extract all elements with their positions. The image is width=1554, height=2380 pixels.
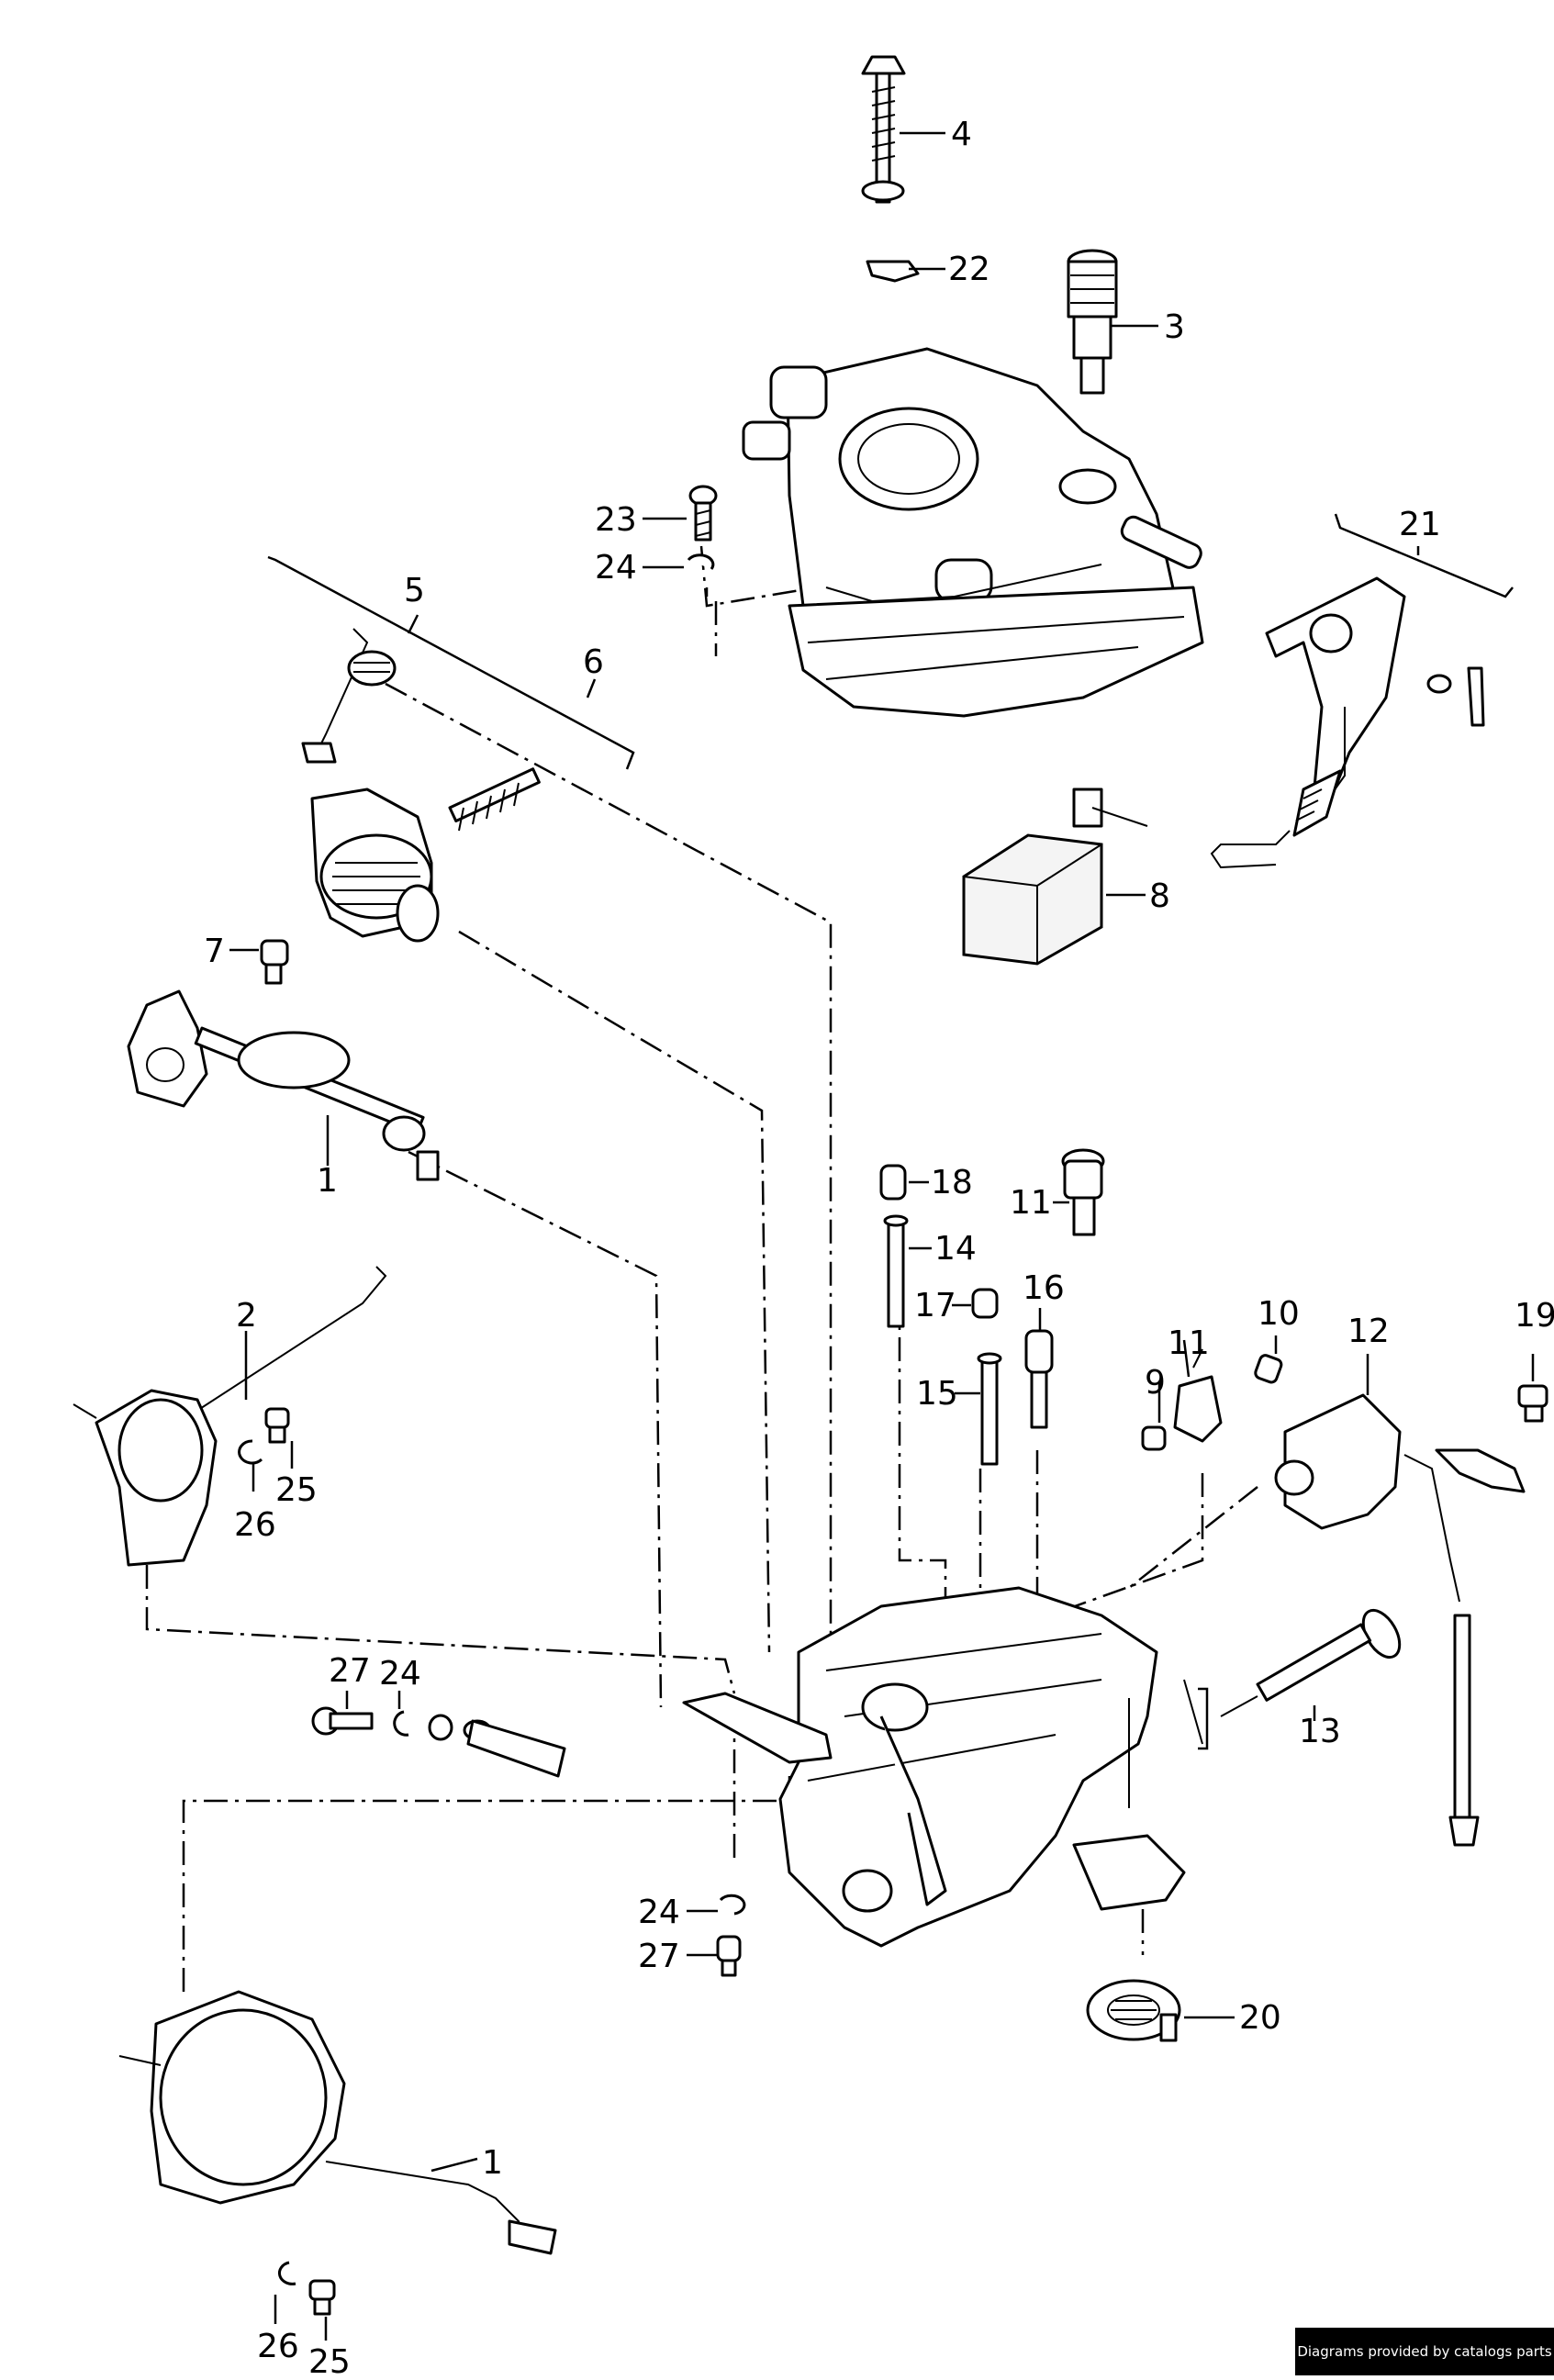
callout-12: 12 [1347,1313,1390,1350]
callout-17: 17 [914,1287,956,1324]
part-11-cutoff-valve [1061,1148,1105,1236]
callout-24: 24 [595,549,637,587]
part-2-vacuum-unit [73,1266,387,1567]
part-4-screw [861,55,906,204]
callout-7: 7 [204,933,225,970]
callout-27: 27 [329,1652,371,1690]
part-14-tube [883,1214,909,1328]
callout-26: 26 [257,2328,299,2365]
part-12-solenoid [1274,1393,1526,1847]
part-3-valve [1067,249,1118,395]
part-seal-sleeve [463,1719,566,1778]
callout-1: 1 [317,1162,338,1200]
part-9-cap [1141,1425,1167,1451]
part-27-screw-left [311,1706,374,1736]
callout-labels: 4 22 3 23 24 21 5 6 8 7 1 18 11 14 17 16… [204,116,1554,2380]
callout-9: 9 [1145,1364,1166,1402]
part-11-lever [1173,1348,1223,1443]
part-o-ring [428,1714,453,1741]
part-1-vacuum-unit-lower [118,1990,557,2255]
part-16-emulsion-tube [1024,1329,1054,1429]
part-25-screw-lower [308,2279,336,2316]
part-18-cap [879,1164,907,1201]
part-upper-body [742,347,1204,718]
callout-3: 3 [1164,308,1185,346]
callout-4: 4 [951,116,972,153]
part-8-block [962,788,1148,966]
part-lower-body [778,1586,1203,1948]
part-25-screw-upper [264,1407,290,1444]
callout-15: 15 [916,1375,958,1413]
callout-18: 18 [931,1164,973,1201]
callout-26: 26 [234,1506,276,1544]
part-24-washer-lower [719,1894,746,1916]
callout-22: 22 [948,251,990,288]
part-20-diaphragm [1086,1979,1181,2042]
part-6-adjust-screw [448,767,541,832]
part-24-washer-mid [393,1710,409,1737]
callout-11: 11 [1168,1324,1210,1362]
callout-1: 1 [482,2144,503,2182]
callout-13: 13 [1299,1713,1341,1750]
callout-24: 24 [379,1655,421,1693]
part-13-mixture-screw [1220,1608,1402,1717]
parts-artwork [73,55,1548,2316]
credit-banner: Diagrams provided by catalogs parts [1295,2328,1554,2375]
callout-21: 21 [1399,506,1441,543]
callout-11: 11 [1010,1184,1052,1222]
callout-20: 20 [1239,1999,1281,2037]
callout-10: 10 [1258,1295,1300,1333]
part-27-screw-lower [716,1935,742,1977]
part-21-choke-cover [1210,576,1485,869]
callout-24: 24 [638,1894,680,1931]
part-26-clip-lower [277,2261,296,2285]
part-5-spring-lever [301,628,397,764]
part-throttle-linkage [682,1692,833,1764]
part-22-clip [866,260,920,283]
part-24-washer-upper [687,553,715,570]
part-10-cap [1254,1354,1283,1384]
callout-19: 19 [1515,1297,1554,1335]
part-26-clip-upper [238,1439,263,1465]
callout-5: 5 [404,572,425,609]
part-5-choke-housing [310,788,440,943]
callout-25: 25 [308,2343,351,2375]
part-15-tube [977,1352,1002,1466]
part-17-jet [971,1288,999,1319]
callout-27: 27 [638,1938,680,1975]
callout-16: 16 [1023,1269,1065,1307]
part-23-screw [688,485,718,542]
callout-23: 23 [595,501,637,539]
callout-2: 2 [236,1297,257,1335]
part-7-screw [260,939,289,985]
leader-lines [229,131,1535,2341]
callout-6: 6 [583,643,604,681]
callout-25: 25 [275,1471,318,1509]
callout-8: 8 [1149,877,1170,915]
callout-14: 14 [934,1230,977,1268]
part-1-throttle-shaft [127,989,440,1181]
part-19-screw [1517,1384,1548,1423]
